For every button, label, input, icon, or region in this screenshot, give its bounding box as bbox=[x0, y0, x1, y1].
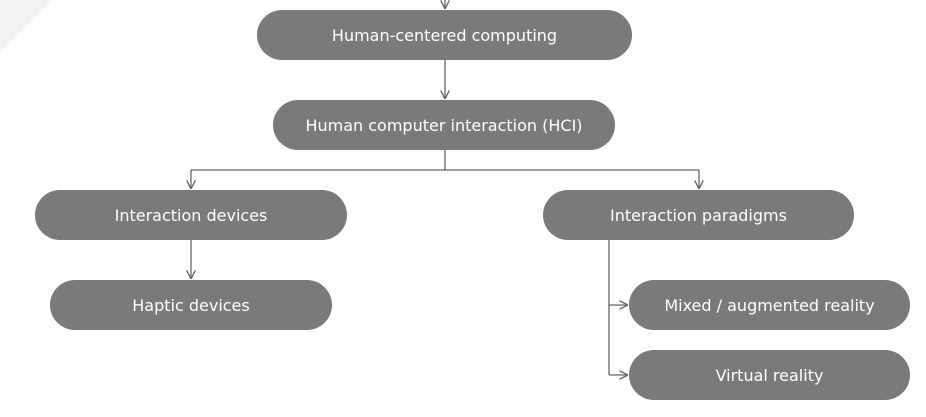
node-label: Human computer interaction (HCI) bbox=[305, 115, 583, 135]
node-label: Mixed / augmented reality bbox=[664, 295, 875, 315]
node-interaction-paradigms: Interaction paradigms bbox=[543, 190, 854, 240]
node-virtual-reality: Virtual reality bbox=[629, 350, 910, 400]
node-interaction-devices: Interaction devices bbox=[35, 190, 347, 240]
node-label: Interaction devices bbox=[114, 205, 268, 225]
node-haptic-devices: Haptic devices bbox=[50, 280, 332, 330]
node-hci: Human computer interaction (HCI) bbox=[273, 100, 615, 150]
node-label: Human-centered computing bbox=[331, 25, 558, 45]
corner-decoration bbox=[0, 0, 52, 52]
node-label: Interaction paradigms bbox=[610, 205, 787, 225]
node-label: Haptic devices bbox=[132, 295, 250, 315]
node-mixed-augmented-reality: Mixed / augmented reality bbox=[629, 280, 910, 330]
node-label: Virtual reality bbox=[715, 365, 824, 385]
node-human-centered-computing: Human-centered computing bbox=[257, 10, 632, 60]
